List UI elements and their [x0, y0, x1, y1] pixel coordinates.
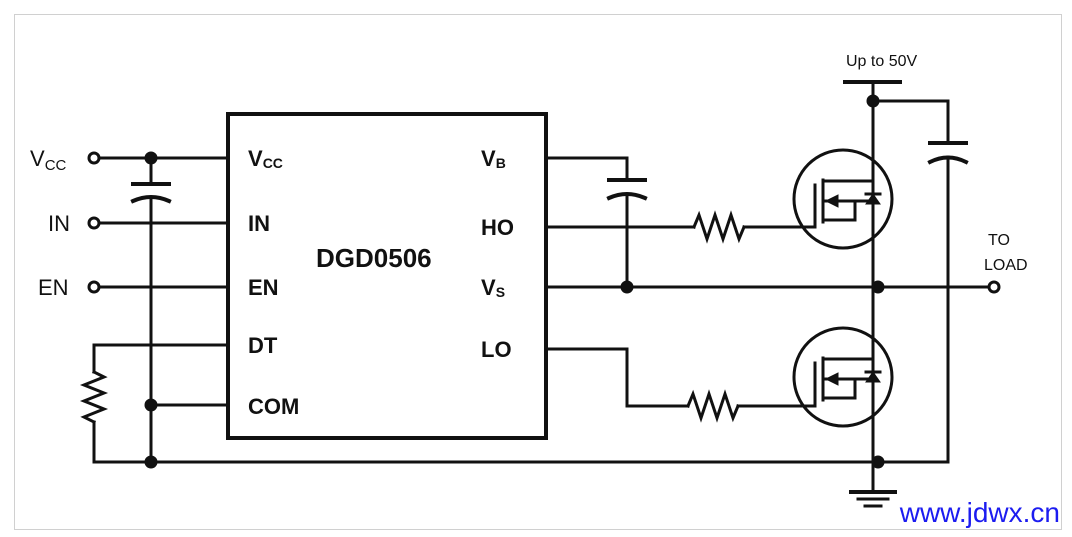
dt-resistor: [79, 369, 109, 425]
pin-in: IN: [248, 211, 270, 236]
label-vcc: VCC: [30, 146, 67, 174]
lo-gate-resistor: [686, 389, 740, 423]
label-in: IN: [48, 211, 70, 236]
label-en: EN: [38, 275, 69, 300]
ic-body: [226, 112, 548, 440]
pin-vs: VS: [481, 275, 505, 300]
high-side-mosfet: [792, 143, 894, 255]
label-to: TO: [988, 232, 1010, 249]
pin-en: EN: [248, 275, 279, 300]
watermark-text: www.jdwx.cn: [899, 497, 1060, 528]
pin-com: COM: [248, 394, 299, 419]
pin-vb: VB: [481, 146, 506, 171]
low-side-mosfet: [792, 321, 894, 433]
label-load: LOAD: [984, 257, 1028, 274]
pin-lo: LO: [481, 337, 512, 362]
to-load-terminal: [987, 280, 1001, 294]
ho-gate-resistor: [692, 210, 746, 244]
pin-vcc: VCC: [248, 146, 283, 171]
ic-name: DGD0506: [316, 243, 432, 273]
pin-dt: DT: [248, 333, 278, 358]
label-supply: Up to 50V: [846, 53, 917, 70]
pin-ho: HO: [481, 215, 514, 240]
